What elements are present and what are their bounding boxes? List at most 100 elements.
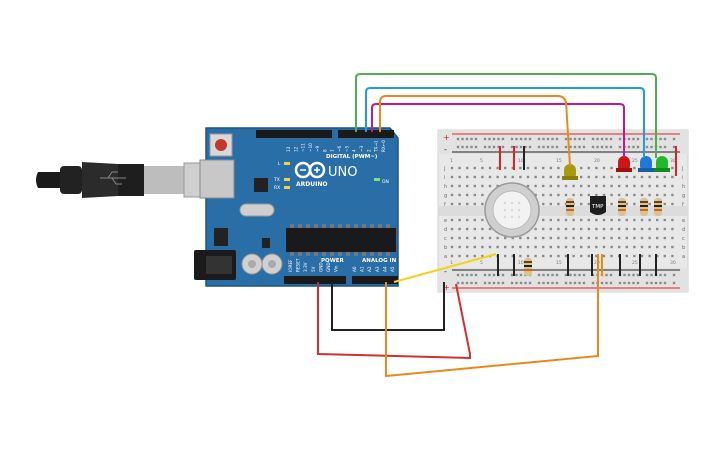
row-letter-top-4: f	[444, 202, 446, 208]
breadboard-hole	[488, 137, 491, 141]
breadboard-hole	[618, 184, 621, 188]
breadboard-hole	[659, 137, 662, 141]
breadboard-hole	[602, 254, 606, 258]
breadboard-hole	[580, 227, 583, 231]
breadboard-hole	[648, 254, 651, 258]
breadboard-hole	[557, 245, 560, 249]
row-letter-bottom-3: b	[444, 245, 447, 251]
breadboard-hole	[534, 193, 537, 197]
breadboard-hole	[625, 193, 628, 197]
breadboard-hole	[564, 254, 568, 258]
breadboard-hole	[551, 145, 554, 149]
breadboard-hole	[582, 137, 586, 141]
breadboard-hole	[625, 184, 628, 188]
breadboard-hole	[605, 145, 608, 149]
breadboard-hole	[555, 145, 559, 149]
l-label: L	[278, 161, 281, 167]
breadboard-hole	[663, 227, 666, 231]
top-rail-minus-label: -	[444, 145, 447, 154]
row-letter-top-2: h	[444, 184, 447, 190]
breadboard-hole	[458, 218, 461, 222]
row-letter-bottom-1: d	[682, 227, 685, 233]
breadboard-hole	[481, 166, 484, 170]
breadboard-hole	[551, 273, 554, 277]
column-number-2: 10	[518, 158, 524, 164]
breadboard-hole	[524, 145, 527, 149]
breadboard-hole	[450, 254, 454, 258]
breadboard-hole	[504, 254, 507, 258]
breadboard-hole	[510, 145, 514, 149]
on-label: ON	[382, 179, 389, 185]
row-letter-bottom-3: b	[682, 245, 685, 251]
breadboard-hole	[648, 227, 651, 231]
column-number-3: 15	[556, 158, 562, 164]
breadboard-hole	[515, 281, 518, 285]
breadboard-hole	[542, 184, 545, 188]
breadboard-hole	[618, 245, 621, 249]
breadboard-hole	[473, 202, 476, 206]
led-blue	[638, 156, 654, 172]
breadboard-hole	[473, 236, 476, 240]
breadboard-hole	[450, 175, 454, 179]
breadboard-hole	[595, 218, 598, 222]
breadboard-hole	[672, 145, 676, 149]
breadboard-hole	[542, 175, 545, 179]
wires	[317, 73, 657, 378]
breadboard-hole	[645, 273, 649, 277]
breadboard-hole	[551, 281, 554, 285]
breadboard-hole	[542, 137, 545, 141]
breadboard-hole	[492, 281, 496, 285]
breadboard-hole	[564, 273, 568, 277]
breadboard-hole	[458, 202, 461, 206]
gas-sensor	[484, 182, 540, 238]
breadboard-hole	[557, 227, 560, 231]
breadboard-hole	[632, 273, 635, 277]
breadboard-hole	[580, 202, 583, 206]
analog-pin-label-5: A5	[390, 266, 395, 272]
breadboard-hole	[450, 245, 454, 249]
breadboard-hole	[456, 137, 460, 141]
breadboard-hole	[645, 137, 649, 141]
breadboard-hole	[534, 184, 537, 188]
breadboard-hole	[481, 245, 484, 249]
breadboard-hole	[671, 202, 674, 206]
breadboard-hole	[623, 273, 626, 277]
row-letter-top-1: i	[682, 175, 683, 181]
digital-pin-label-1: 12	[293, 146, 298, 152]
breadboard-hole	[596, 145, 599, 149]
breadboard-hole	[587, 245, 590, 249]
breadboard-hole	[605, 273, 608, 277]
breadboard-hole	[526, 184, 530, 188]
breadboard-hole	[636, 281, 640, 285]
column-number-3: 15	[556, 260, 562, 266]
breadboard-hole	[497, 145, 500, 149]
breadboard-hole	[636, 145, 640, 149]
breadboard-hole	[481, 254, 484, 258]
breadboard-hole	[470, 145, 473, 149]
breadboard-hole	[663, 193, 666, 197]
breadboard-hole	[587, 254, 590, 258]
column-number-5: 25	[632, 260, 638, 266]
power-pin-label-2: 3.3V	[303, 262, 308, 272]
breadboard-hole	[450, 227, 454, 231]
power-pin-label-5: GND	[326, 262, 331, 272]
breadboard-hole	[488, 175, 492, 179]
breadboard-hole	[488, 281, 491, 285]
breadboard-hole	[458, 184, 461, 188]
breadboard-hole	[534, 227, 537, 231]
breadboard-hole	[602, 175, 606, 179]
breadboard-hole	[510, 281, 514, 285]
power-header	[284, 276, 346, 284]
breadboard-hole	[501, 145, 505, 149]
breadboard-hole	[465, 273, 469, 277]
breadboard-hole	[610, 166, 613, 170]
breadboard-hole	[595, 193, 598, 197]
breadboard-hole	[473, 184, 476, 188]
breadboard-hole	[466, 254, 469, 258]
power-pin-label-3: 5V	[311, 266, 316, 272]
breadboard-hole	[569, 137, 572, 141]
breadboard-hole	[534, 245, 537, 249]
breadboard-hole	[537, 145, 541, 149]
breadboard-hole	[537, 281, 541, 285]
